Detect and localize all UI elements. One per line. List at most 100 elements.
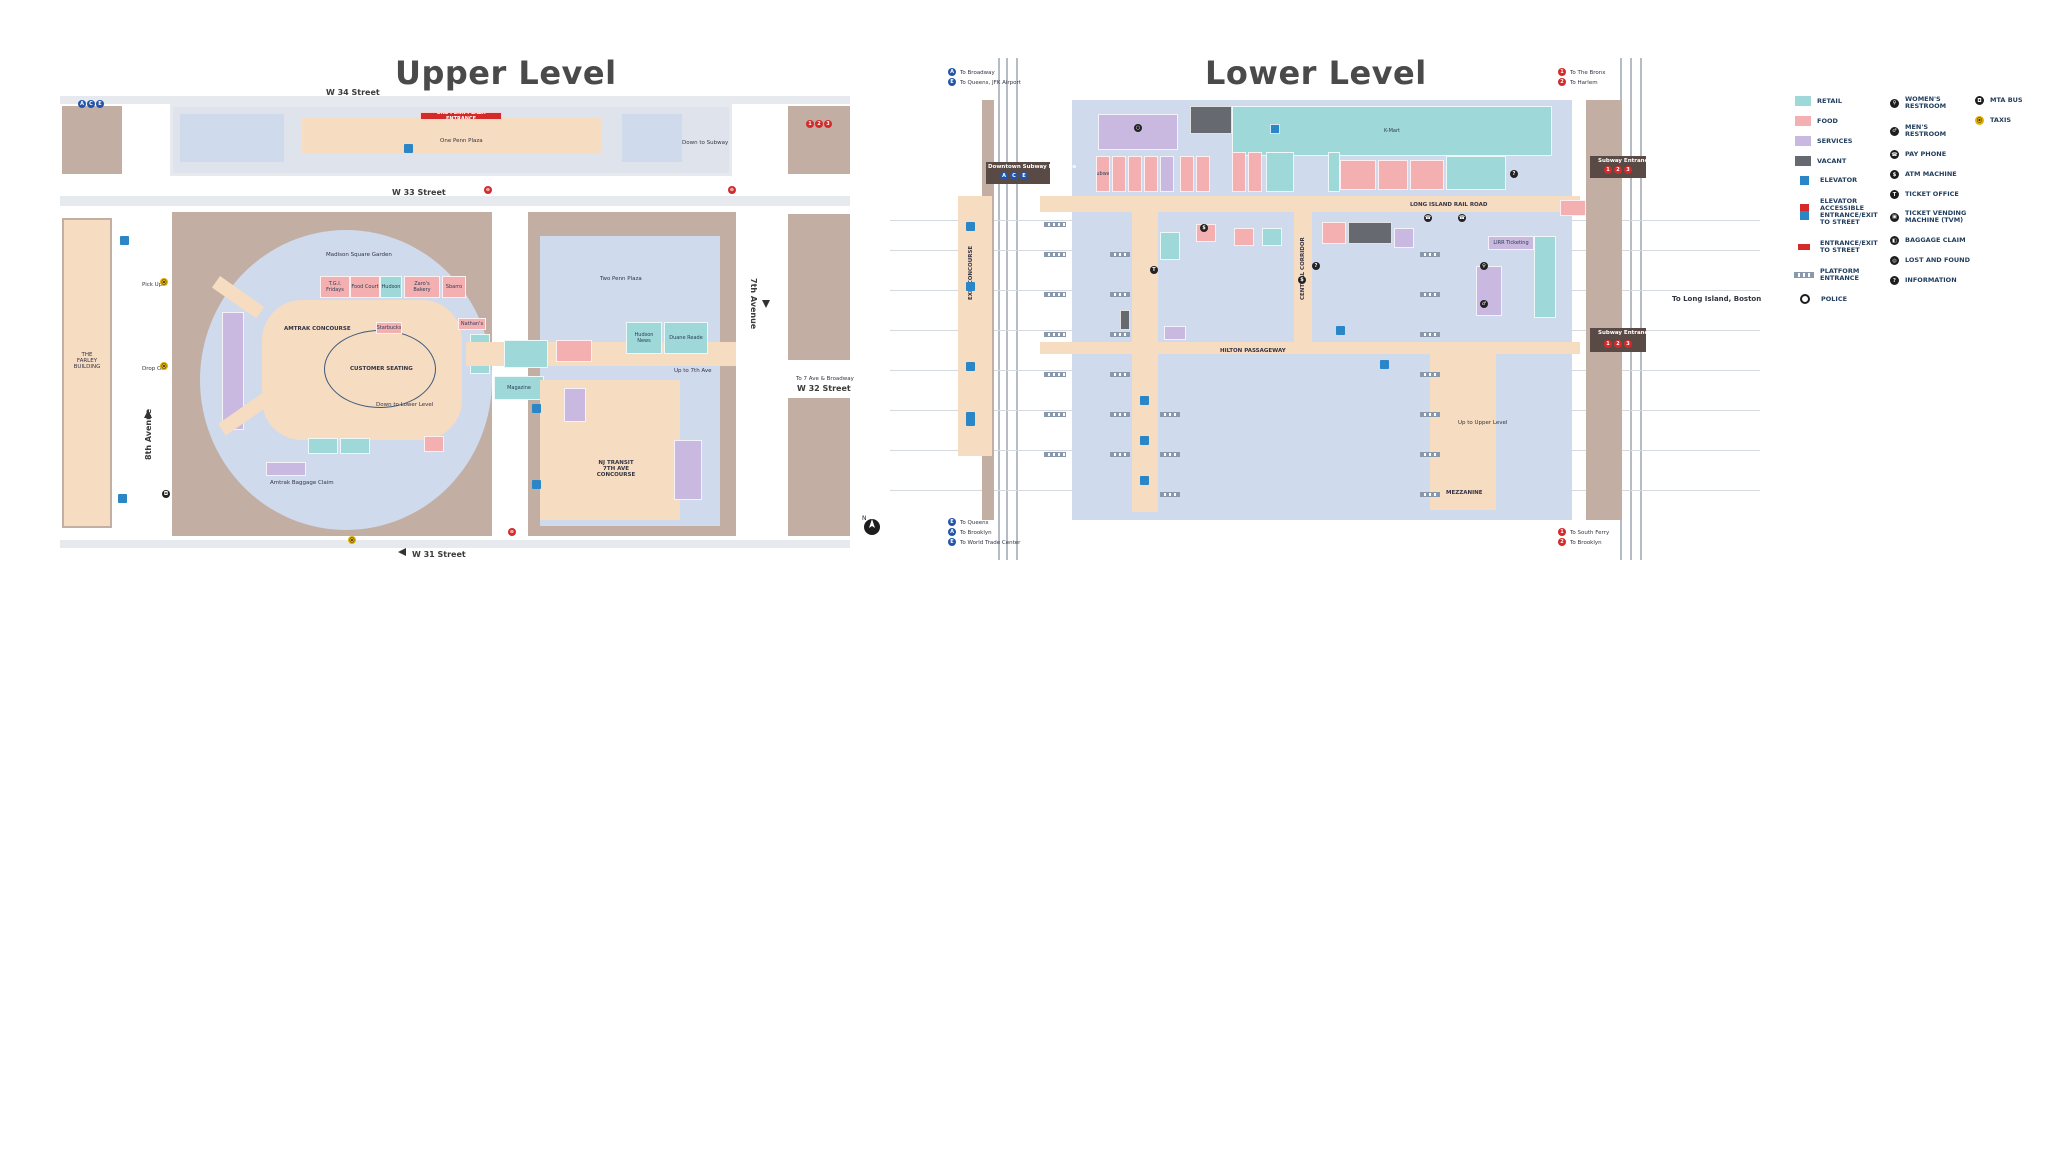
platform-entrance-2[interactable] (1044, 252, 1066, 257)
entrance-badge-3[interactable]: ⊖ (508, 528, 516, 536)
one-penn-plaza-entrance-banner[interactable]: ONE PENN PLAZA ENTRANCE (420, 112, 502, 120)
street-w31: W 31 Street (412, 550, 466, 559)
shop-food-7[interactable] (556, 340, 592, 362)
lirr-ticketing[interactable]: LIRR Ticketing (1488, 236, 1534, 250)
shop-lower-3[interactable] (1128, 156, 1142, 192)
platform-entrance-9[interactable] (1110, 292, 1130, 297)
platform-entrance-8[interactable] (1110, 252, 1130, 257)
platform-entrance-15[interactable] (1160, 452, 1180, 457)
shop-lower-21[interactable] (1322, 222, 1346, 244)
shop-lower-9[interactable] (1248, 152, 1262, 192)
lost-found-icon-legend: ◎ (1890, 256, 1899, 265)
shop-food-3[interactable]: Zaro's Bakery (404, 276, 440, 298)
shop-lower-8[interactable] (1232, 152, 1246, 192)
platform-entrance-5[interactable] (1044, 372, 1066, 377)
shop-retail-1[interactable]: Hudson (380, 276, 402, 298)
to-long-island-label: To Long Island, Boston (1672, 295, 1762, 303)
shop-retail-5[interactable] (504, 340, 548, 368)
shop-lower-4[interactable] (1144, 156, 1158, 192)
lower-services-mid (1394, 228, 1414, 248)
shop-lower-16[interactable] (1560, 200, 1586, 216)
payphone-icon-2: ☎ (1458, 214, 1466, 222)
shop-lower-11[interactable] (1328, 152, 1340, 192)
platform-entrance-10[interactable] (1110, 332, 1130, 337)
to-queens-jfk-label: To Queens, JFK Airport (960, 80, 1021, 86)
platform-entrance-6[interactable] (1044, 412, 1066, 417)
entrance-badge-2[interactable]: ⊖ (728, 186, 736, 194)
customer-seating-label: CUSTOMER SEATING (350, 366, 413, 372)
shop-food-4[interactable]: Sbarro (442, 276, 466, 298)
shop-lower-20[interactable] (1262, 228, 1282, 246)
shop-food-5[interactable]: Nathan's (458, 318, 486, 330)
shop-lower-17[interactable] (1160, 232, 1180, 260)
shop-lower-19[interactable] (1234, 228, 1254, 246)
platform-entrance-18[interactable] (1420, 292, 1440, 297)
shop-lower-13[interactable] (1378, 160, 1408, 190)
platform-entrance-21[interactable] (1420, 412, 1440, 417)
police-icon (1800, 294, 1810, 304)
lower-retail-east[interactable] (1534, 236, 1556, 318)
subway-3-badge: 3 (824, 120, 832, 128)
platform-entrance-13[interactable] (1110, 452, 1130, 457)
shop-food-1[interactable]: T.G.I. Fridays (320, 276, 350, 298)
kmart-store[interactable]: K-Mart (1232, 106, 1552, 156)
shop-lower-10[interactable] (1266, 152, 1294, 192)
platform-entrance-22[interactable] (1420, 452, 1440, 457)
shop-lower-2[interactable] (1112, 156, 1126, 192)
shop-lower-6[interactable] (1180, 156, 1194, 192)
lower-badge-4: 1 (1604, 340, 1612, 348)
shop-magazine[interactable]: Magazine (494, 376, 544, 400)
farley-building-label: THE FARLEY BUILDING (73, 352, 101, 370)
payphone-icon-1: ☎ (1424, 214, 1432, 222)
taxi-icon-legend: ⦿ (1975, 116, 1984, 125)
shop-starbucks[interactable]: Starbucks (376, 322, 402, 334)
legend-taxis-label: TAXIS (1990, 116, 2012, 124)
platform-entrance-12[interactable] (1110, 412, 1130, 417)
shop-lower-14[interactable] (1410, 160, 1444, 190)
central-corridor-label: CENTRAL CORRIDOR (1300, 237, 1306, 300)
platform-entrance-17[interactable] (1420, 252, 1440, 257)
shop-lower-7[interactable] (1196, 156, 1210, 192)
dir-badge-3: 1 (1558, 68, 1566, 76)
lower-elevator-3 (966, 362, 975, 371)
lower-badge-2: 2 (1614, 166, 1622, 174)
arrow-left-w31 (398, 548, 406, 556)
platform-entrance-7[interactable] (1044, 452, 1066, 457)
legend-food-label: FOOD (1817, 116, 1838, 125)
shop-lower-1[interactable]: Subway (1096, 156, 1110, 192)
farley-building (62, 218, 112, 528)
shop-duane-reade[interactable]: Duane Reade (664, 322, 708, 354)
to-broadway-label: To Broadway (960, 70, 995, 76)
platform-entrance-14[interactable] (1160, 412, 1180, 417)
restroom-icon-1: ○ (1134, 124, 1142, 132)
legend-police: POLICE (1800, 294, 1847, 304)
west-corridor (1132, 212, 1158, 512)
msg-label: Madison Square Garden (326, 252, 392, 258)
lower-elevator-8 (1336, 326, 1345, 335)
subway-c-badge: C (87, 100, 95, 108)
entrance-badge-1[interactable]: ⊖ (484, 186, 492, 194)
shop-food-6[interactable] (424, 436, 444, 452)
subway-rail-right-3 (1640, 58, 1642, 560)
mta-bus-icon: ◘ (162, 490, 170, 498)
shop-retail-3[interactable] (308, 438, 338, 454)
platform-entrance-23[interactable] (1420, 492, 1440, 497)
platform-entrance-20[interactable] (1420, 372, 1440, 377)
platform-entrance-11[interactable] (1110, 372, 1130, 377)
platform-entrance-19[interactable] (1420, 332, 1440, 337)
shop-lower-15[interactable] (1446, 156, 1506, 190)
shop-food-2[interactable]: Food Court (350, 276, 380, 298)
hilton-passageway-label: HILTON PASSAGEWAY (1220, 348, 1286, 354)
to-brooklyn-label: To Brooklyn (960, 530, 992, 536)
womens-restroom-icon: ♀ (1480, 262, 1488, 270)
shop-lower-5[interactable] (1160, 156, 1174, 192)
platform-entrance-4[interactable] (1044, 332, 1066, 337)
platform-entrance-16[interactable] (1160, 492, 1180, 497)
shop-retail-4[interactable] (340, 438, 370, 454)
elevator-icon-5 (118, 494, 127, 503)
shop-hudson-news[interactable]: Hudson News (626, 322, 662, 354)
platform-entrance-3[interactable] (1044, 292, 1066, 297)
shop-lower-12[interactable] (1340, 160, 1376, 190)
downtown-subway-label: Downtown Subway Entrance (988, 164, 1077, 170)
platform-entrance-1[interactable] (1044, 222, 1066, 227)
